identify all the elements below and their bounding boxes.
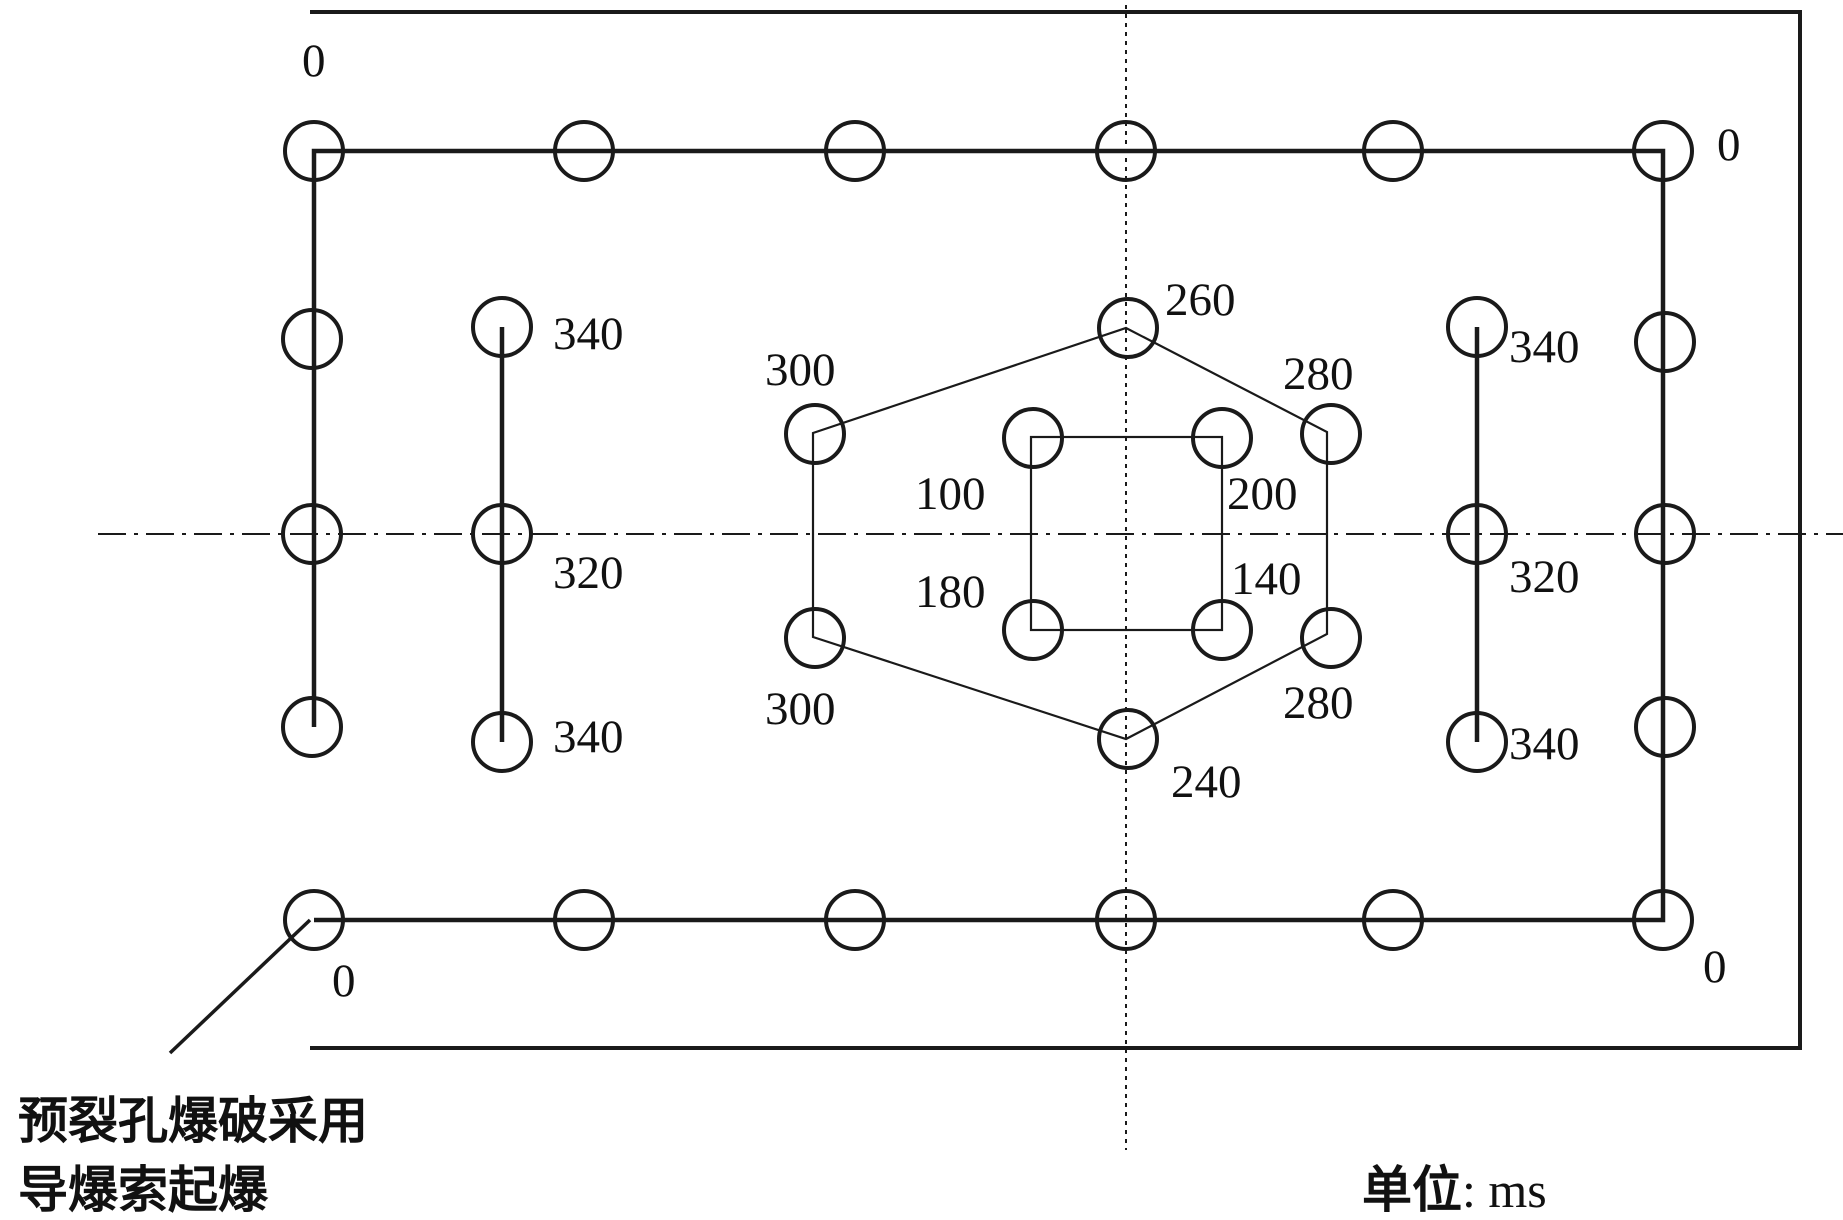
perimeter-hole bbox=[1632, 120, 1694, 182]
delay-label-cut-top-left: 100 bbox=[915, 468, 986, 520]
delay-label-hex-upper-left: 300 bbox=[765, 344, 836, 396]
delay-label-corner-top-left: 0 bbox=[302, 35, 326, 87]
presplit-perimeter-line bbox=[311, 148, 1666, 923]
delay-label-right-col-top: 340 bbox=[1509, 321, 1580, 373]
auxiliary-hole bbox=[1446, 296, 1508, 358]
ring-hole bbox=[1097, 708, 1159, 770]
perimeter-hole bbox=[1362, 120, 1424, 182]
auxiliary-hole bbox=[471, 711, 533, 773]
ring-hole bbox=[1300, 403, 1362, 465]
auxiliary-hole bbox=[1446, 711, 1508, 773]
perimeter-hole bbox=[281, 308, 343, 370]
perimeter-hole bbox=[1634, 503, 1696, 565]
unit-value: : ms bbox=[1462, 1162, 1547, 1218]
delay-label-corner-bottom-left: 0 bbox=[332, 955, 356, 1007]
delay-label-hex-lower-left: 300 bbox=[765, 683, 836, 735]
perimeter-hole bbox=[1632, 889, 1694, 951]
perimeter-hole bbox=[1634, 696, 1696, 758]
delay-label-corner-bottom-right: 0 bbox=[1703, 941, 1727, 993]
auxiliary-hole bbox=[1446, 503, 1508, 565]
delay-label-hex-bottom: 240 bbox=[1171, 756, 1242, 808]
cut-holes-rectangle-line bbox=[1029, 435, 1224, 632]
perimeter-hole bbox=[1362, 889, 1424, 951]
excavation-boundary bbox=[310, 10, 1802, 1050]
hexagon-ring-line bbox=[811, 326, 1329, 741]
perimeter-hole bbox=[553, 120, 615, 182]
perimeter-hole bbox=[283, 889, 345, 951]
delay-label-corner-top-right: 0 bbox=[1717, 119, 1741, 171]
perimeter-hole bbox=[824, 889, 886, 951]
unit-label: 单位 bbox=[1362, 1161, 1462, 1219]
cut-hole bbox=[1191, 407, 1253, 469]
note-line-2: 导爆索起爆 bbox=[18, 1161, 269, 1219]
delay-label-hex-lower-right: 280 bbox=[1283, 677, 1354, 729]
delay-label-cut-top-right: 200 bbox=[1227, 468, 1298, 520]
delay-label-right-col-mid: 320 bbox=[1509, 551, 1580, 603]
delay-label-left-col-bottom: 340 bbox=[553, 711, 624, 763]
ring-hole bbox=[1097, 297, 1159, 359]
auxiliary-hole bbox=[471, 503, 533, 565]
delay-label-cut-bottom-left: 180 bbox=[915, 566, 986, 618]
perimeter-hole bbox=[281, 696, 343, 758]
unit-caption: 单位: ms bbox=[1362, 1161, 1547, 1219]
ring-hole bbox=[784, 607, 846, 669]
note-line-1: 预裂孔爆破采用 bbox=[18, 1092, 368, 1150]
cut-hole bbox=[1002, 407, 1064, 469]
perimeter-hole bbox=[281, 503, 343, 565]
cut-hole bbox=[1191, 599, 1253, 661]
cut-hole bbox=[1002, 599, 1064, 661]
note-leader-line bbox=[168, 918, 312, 1055]
perimeter-hole bbox=[824, 120, 886, 182]
perimeter-hole bbox=[1095, 889, 1157, 951]
delay-label-cut-bottom-right: 140 bbox=[1231, 553, 1302, 605]
ring-hole bbox=[1300, 607, 1362, 669]
ring-hole bbox=[784, 403, 846, 465]
perimeter-hole bbox=[283, 120, 345, 182]
auxiliary-hole bbox=[471, 296, 533, 358]
delay-label-right-col-bottom: 340 bbox=[1509, 718, 1580, 770]
delay-label-left-col-mid: 320 bbox=[553, 547, 624, 599]
perimeter-hole bbox=[1095, 120, 1157, 182]
delay-label-hex-upper-right: 280 bbox=[1283, 348, 1354, 400]
perimeter-hole bbox=[553, 889, 615, 951]
delay-label-left-col-top: 340 bbox=[553, 308, 624, 360]
perimeter-hole bbox=[1634, 311, 1696, 373]
delay-label-hex-top: 260 bbox=[1165, 274, 1236, 326]
